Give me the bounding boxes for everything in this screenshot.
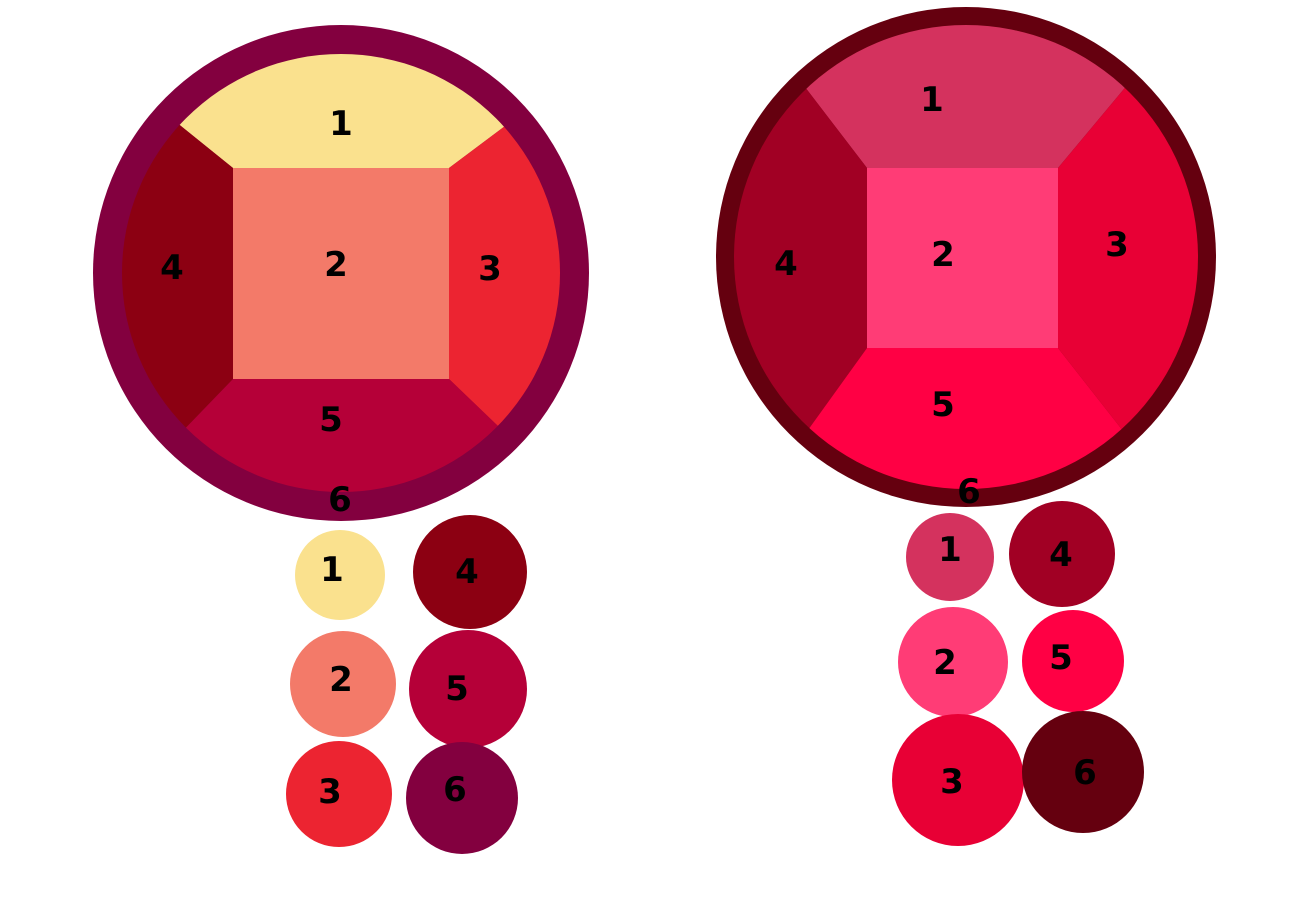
right-facet-2-label: 2 xyxy=(931,235,955,275)
right-swatch-2 xyxy=(898,607,1008,717)
left-facet-1-label: 1 xyxy=(329,104,353,144)
right-facet-1-label: 1 xyxy=(920,80,944,120)
right-swatch-2-label: 2 xyxy=(933,643,957,683)
left-facet-2 xyxy=(233,168,449,379)
right-rim-label: 6 xyxy=(957,472,981,512)
left-facet-2-label: 2 xyxy=(324,245,348,285)
right-swatch-6-label: 6 xyxy=(1073,753,1097,793)
right-swatch-4 xyxy=(1009,501,1115,607)
right-facet-1 xyxy=(734,25,1198,168)
right-swatches: 1 2 3 4 5 6 xyxy=(892,501,1144,846)
left-swatch-2-label: 2 xyxy=(329,660,353,700)
left-swatch-6 xyxy=(406,742,518,854)
right-facet-5-label: 5 xyxy=(931,385,955,425)
right-gem: 1 2 3 4 5 6 xyxy=(716,7,1216,512)
left-swatch-1 xyxy=(295,530,385,620)
left-swatch-5-label: 5 xyxy=(445,669,469,709)
right-swatch-3-label: 3 xyxy=(940,762,964,802)
left-swatch-2 xyxy=(290,631,396,737)
right-swatch-5 xyxy=(1022,610,1124,712)
left-swatch-4 xyxy=(413,515,527,629)
left-swatches: 1 2 3 4 5 6 xyxy=(286,515,527,854)
right-swatch-1 xyxy=(906,513,994,601)
left-swatch-4-label: 4 xyxy=(455,552,479,592)
left-facet-3-label: 3 xyxy=(478,249,502,289)
left-facet-4 xyxy=(122,54,233,492)
right-facet-3-label: 3 xyxy=(1105,225,1129,265)
left-swatch-6-label: 6 xyxy=(443,770,467,810)
right-facet-2 xyxy=(867,168,1058,348)
right-swatch-6 xyxy=(1022,711,1144,833)
left-rim-label: 6 xyxy=(328,480,352,520)
left-swatch-3-label: 3 xyxy=(318,772,342,812)
right-facet-5 xyxy=(734,348,1198,489)
right-facet-4-label: 4 xyxy=(774,244,798,284)
right-swatch-3 xyxy=(892,714,1024,846)
left-facet-3 xyxy=(449,54,560,492)
left-facet-4-label: 4 xyxy=(160,248,184,288)
left-swatch-1-label: 1 xyxy=(320,550,344,590)
left-gem: 1 2 3 4 5 6 xyxy=(93,25,589,521)
left-swatch-5 xyxy=(409,630,527,748)
right-swatch-1-label: 1 xyxy=(938,530,962,570)
left-swatch-3 xyxy=(286,741,392,847)
right-swatch-5-label: 5 xyxy=(1049,638,1073,678)
left-facet-5-label: 5 xyxy=(319,400,343,440)
right-swatch-4-label: 4 xyxy=(1049,535,1073,575)
